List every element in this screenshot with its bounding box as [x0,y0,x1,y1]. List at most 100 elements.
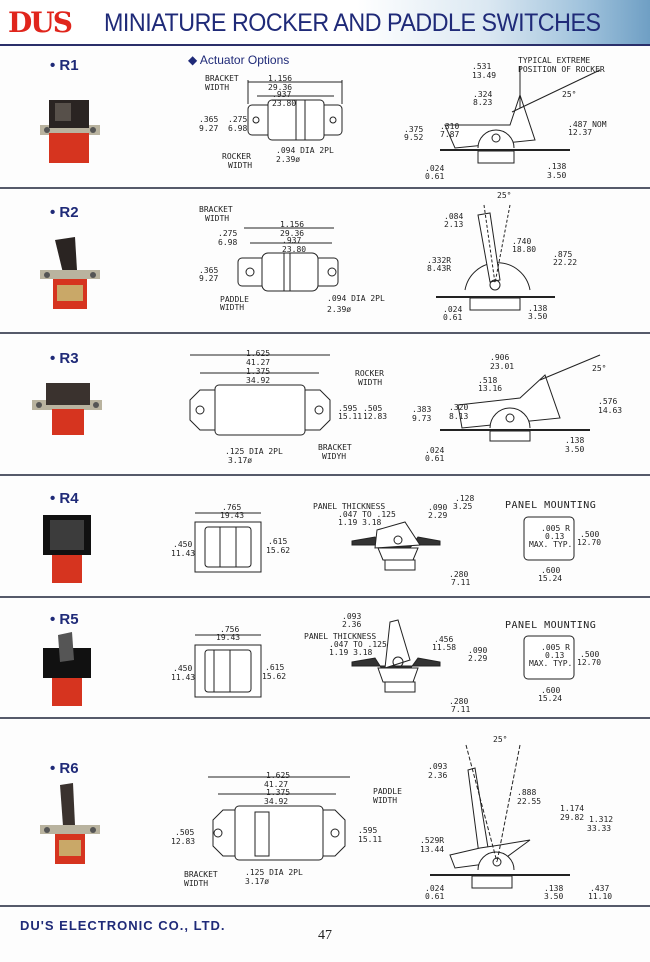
angle-label: 25° [497,191,512,200]
dim-label: .505 [363,404,383,413]
dim-label: .093 [342,612,362,621]
dim-label: 11.58 [432,643,457,652]
dim-label: 34.92 [264,797,289,806]
r3-label: • R3 [50,350,79,367]
dim-label: .615 [265,663,285,672]
r6-side-view [430,744,570,889]
panel-mounting-title: PANEL MOUNTING [505,620,597,631]
dim-label: 1.625 [246,349,271,358]
dim-label: .595 [358,826,378,835]
r1-label: • R1 [50,57,79,74]
dim-label: .937 [282,236,302,245]
dim-label: .047 TO .125 [338,510,396,519]
dim-label: WIDTH [205,83,230,92]
dim-label: .093 [428,762,448,771]
section-divider [0,596,650,598]
dim-label: 3.17ø [245,877,270,886]
dim-label: .024 [425,884,445,893]
dim-label: .125 DIA 2PL [245,868,303,877]
dim-label: 15.24 [538,574,563,583]
dim-label: .875 [553,250,573,259]
dim-label: 12.70 [577,658,602,667]
dim-label: .888 [517,788,537,797]
company-name: DU'S ELECTRONIC CO., LTD. [20,918,226,933]
r2-side-view [436,204,555,311]
dim-label: .500 [580,650,600,659]
r6-product-photo [40,783,100,864]
dim-label: .531 [472,62,492,71]
dim-label: 6.98 [228,124,248,133]
dim-label: .740 [512,237,532,246]
angle-label: 25° [493,735,508,744]
dim-label: BRACKET [184,870,218,879]
dim-label: .450 [173,540,193,549]
dim-label: .090 [428,503,448,512]
dim-label: WIDYH [322,452,347,461]
dim-label: 13.49 [472,71,497,80]
dim-label: 1.312 [589,815,614,824]
dim-label: 2.36 [428,771,448,780]
dim-label: 3.17ø [228,456,253,465]
page-number: 47 [318,928,332,943]
dim-label: 23.80 [272,99,297,108]
dim-label: 7.87 [440,130,460,139]
dim-label: 8.13 [449,412,469,421]
r6-label: • R6 [50,760,79,777]
dim-label: 3.50 [565,445,585,454]
dim-label: 29.36 [268,83,293,92]
dim-label: .595 [338,404,358,413]
r1-product-photo [40,100,100,163]
dim-label: .138 [528,304,548,313]
dim-label: .456 [434,635,454,644]
page-title: MINIATURE ROCKER AND PADDLE SWITCHES [104,9,601,37]
dim-label: 7.11 [451,578,471,587]
dim-label: .128 [455,494,475,503]
r4-product-photo [43,515,91,583]
r2-label: • R2 [50,204,79,221]
dim-label: .320 [449,403,469,412]
dim-label: 11.43 [171,673,196,682]
dim-label: PANEL THICKNESS [304,632,377,641]
dim-label: 1.375 [266,788,291,797]
dim-label: 3.50 [547,171,567,180]
dim-label: .600 [541,686,561,695]
r5-product-photo [43,632,91,706]
r4-panel-cutout [523,516,575,561]
dim-label: .138 [544,884,564,893]
dim-label: 0.61 [443,313,463,322]
dim-label: .280 [449,570,469,579]
dim-label: 34.92 [246,376,271,385]
dim-label: 23.01 [490,362,515,371]
dim-label: .324 [473,90,493,99]
dim-label: .024 [425,164,445,173]
dim-label: 0.61 [425,172,445,181]
dim-label: .094 DIA 2PL [327,294,385,303]
dim-label: ROCKER [355,369,384,378]
dim-label: .138 [565,436,585,445]
dim-label: 1.19 3.18 [338,518,382,527]
dim-label: .005 R [541,524,570,533]
dim-label: .765 [222,503,242,512]
dim-label: 1.174 [560,804,585,813]
dim-label: .450 [173,664,193,673]
dim-label: 12.83 [363,412,388,421]
dim-label: 15.24 [538,694,563,703]
dim-label: .094 DIA 2PL [276,146,334,155]
dim-label: 3.50 [528,312,548,321]
dim-label: 1.156 [268,74,293,83]
r4-front-view [194,512,262,573]
dim-label: 2.36 [342,620,362,629]
section-divider [0,332,650,334]
dim-label: 7.11 [451,705,471,714]
dim-label: 15.62 [262,672,287,681]
r4-label: • R4 [50,490,79,507]
r6-top-view [208,776,350,861]
dim-label: 0.13 [545,651,565,660]
dim-label: .310 [440,122,460,131]
r5-side-view [351,619,441,693]
dim-label: 19.43 [216,633,241,642]
r1-top-view [247,80,343,141]
dim-label: WIDTH [220,303,245,312]
dim-label: 13.44 [420,845,445,854]
r2-product-photo [40,237,100,309]
